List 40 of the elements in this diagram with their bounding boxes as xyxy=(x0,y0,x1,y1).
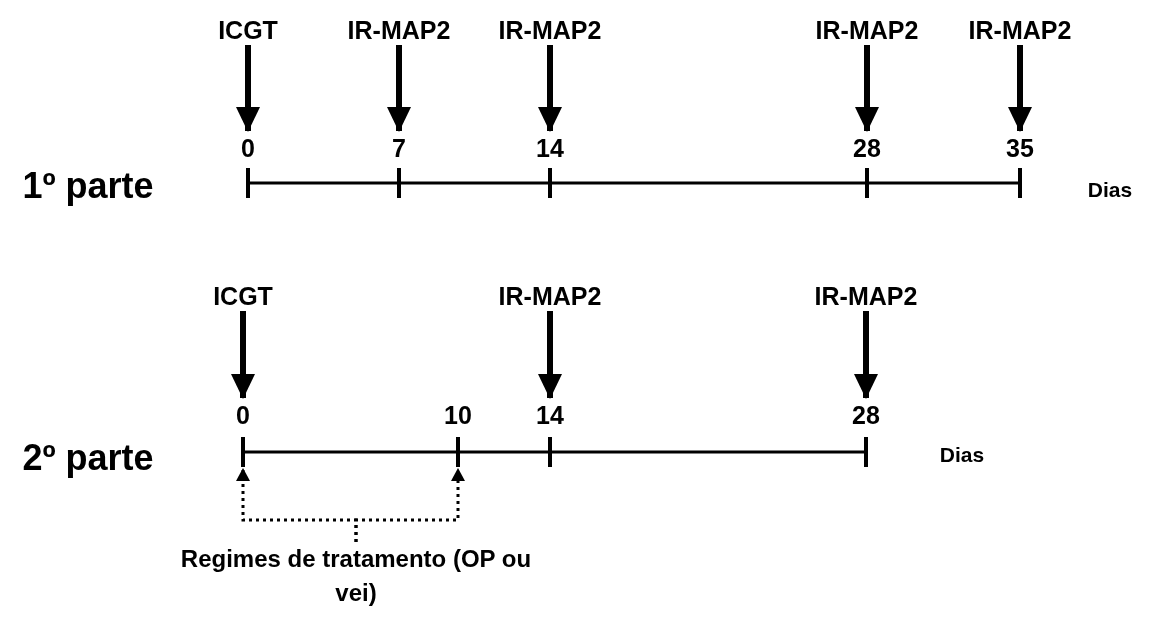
day-number: 10 xyxy=(444,400,472,430)
tick-mark xyxy=(1018,168,1022,198)
day-number: 0 xyxy=(236,400,250,430)
axis-unit-label: Dias xyxy=(1087,177,1133,204)
day-number: 28 xyxy=(852,400,880,430)
arrow xyxy=(538,311,562,399)
day-number: 7 xyxy=(392,133,406,163)
event-label: IR-MAP2 xyxy=(815,15,919,45)
tick-mark xyxy=(246,168,250,198)
day-number: 28 xyxy=(853,133,881,163)
event-label: IR-MAP2 xyxy=(814,281,918,311)
arrow xyxy=(231,311,255,399)
annotation-text: Regimes de tratamento (OP ou vei) xyxy=(176,542,536,610)
arrow xyxy=(387,45,411,132)
event-label: IR-MAP2 xyxy=(968,15,1072,45)
arrow xyxy=(855,45,879,132)
tick-mark xyxy=(241,437,245,467)
tick-mark xyxy=(548,437,552,467)
event-label: IR-MAP2 xyxy=(498,281,602,311)
part-heading: 1º parte xyxy=(22,164,154,208)
event-label: IR-MAP2 xyxy=(347,15,451,45)
arrow xyxy=(854,311,878,399)
tick-mark xyxy=(397,168,401,198)
event-label: IR-MAP2 xyxy=(498,15,602,45)
tick-mark xyxy=(865,168,869,198)
tick-mark xyxy=(548,168,552,198)
event-label: ICGT xyxy=(218,15,278,45)
arrow xyxy=(1008,45,1032,132)
day-number: 0 xyxy=(241,133,255,163)
tick-mark xyxy=(456,437,460,467)
tick-mark xyxy=(864,437,868,467)
event-label: ICGT xyxy=(213,281,273,311)
arrow xyxy=(236,45,260,132)
arrow xyxy=(538,45,562,132)
axis-unit-label: Dias xyxy=(939,442,985,469)
dotted-arrow xyxy=(354,468,465,542)
part-heading: 2º parte xyxy=(22,436,154,480)
day-number: 14 xyxy=(536,133,564,163)
day-number: 35 xyxy=(1006,133,1034,163)
day-number: 14 xyxy=(536,400,564,430)
